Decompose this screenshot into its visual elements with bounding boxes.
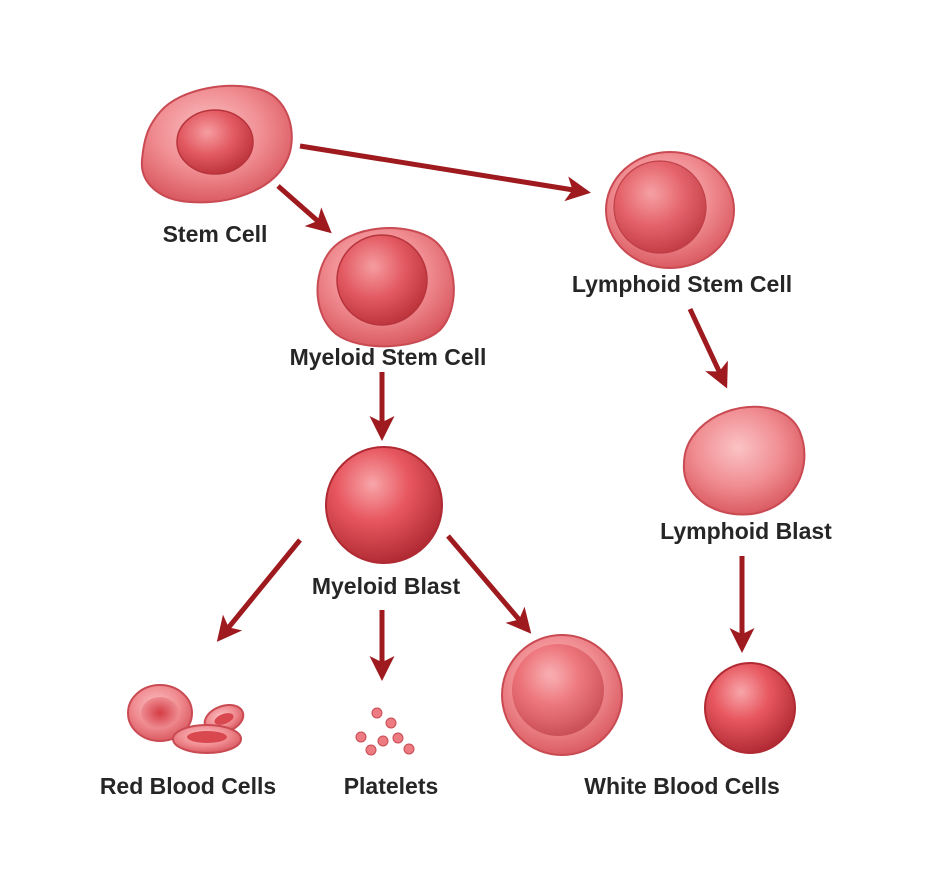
arrow-lymphoid-stem-to-blast (687, 307, 728, 389)
label-stem-cell: Stem Cell (163, 221, 268, 247)
white-blood-cell-large-shape (501, 634, 623, 756)
label-myeloid-blast: Myeloid Blast (312, 573, 461, 599)
label-white-blood-cells: White Blood Cells (584, 773, 780, 799)
platelets-shape (355, 707, 415, 756)
label-platelets: Platelets (344, 773, 439, 799)
myeloid-stem-cell-shape (316, 227, 455, 348)
label-myeloid-stem-cell: Myeloid Stem Cell (290, 344, 487, 370)
label-red-blood-cells: Red Blood Cells (100, 773, 276, 799)
label-lymphoid-blast: Lymphoid Blast (660, 518, 832, 544)
arrow-blast-to-wbc (446, 534, 532, 634)
white-blood-cell-small-shape (704, 662, 796, 754)
lymphoid-stem-cell-shape (605, 151, 735, 269)
myeloid-blast-shape (325, 446, 443, 564)
arrow-stem-to-lymphoid (299, 143, 591, 202)
red-blood-cells-shape (127, 684, 245, 754)
arrow-stem-to-myeloid (276, 184, 332, 234)
arrow-blast-to-rbc (216, 538, 302, 642)
stem-cell-shape (140, 84, 293, 204)
lymphoid-blast-shape (682, 405, 806, 516)
label-lymphoid-stem-cell: Lymphoid Stem Cell (572, 271, 792, 297)
